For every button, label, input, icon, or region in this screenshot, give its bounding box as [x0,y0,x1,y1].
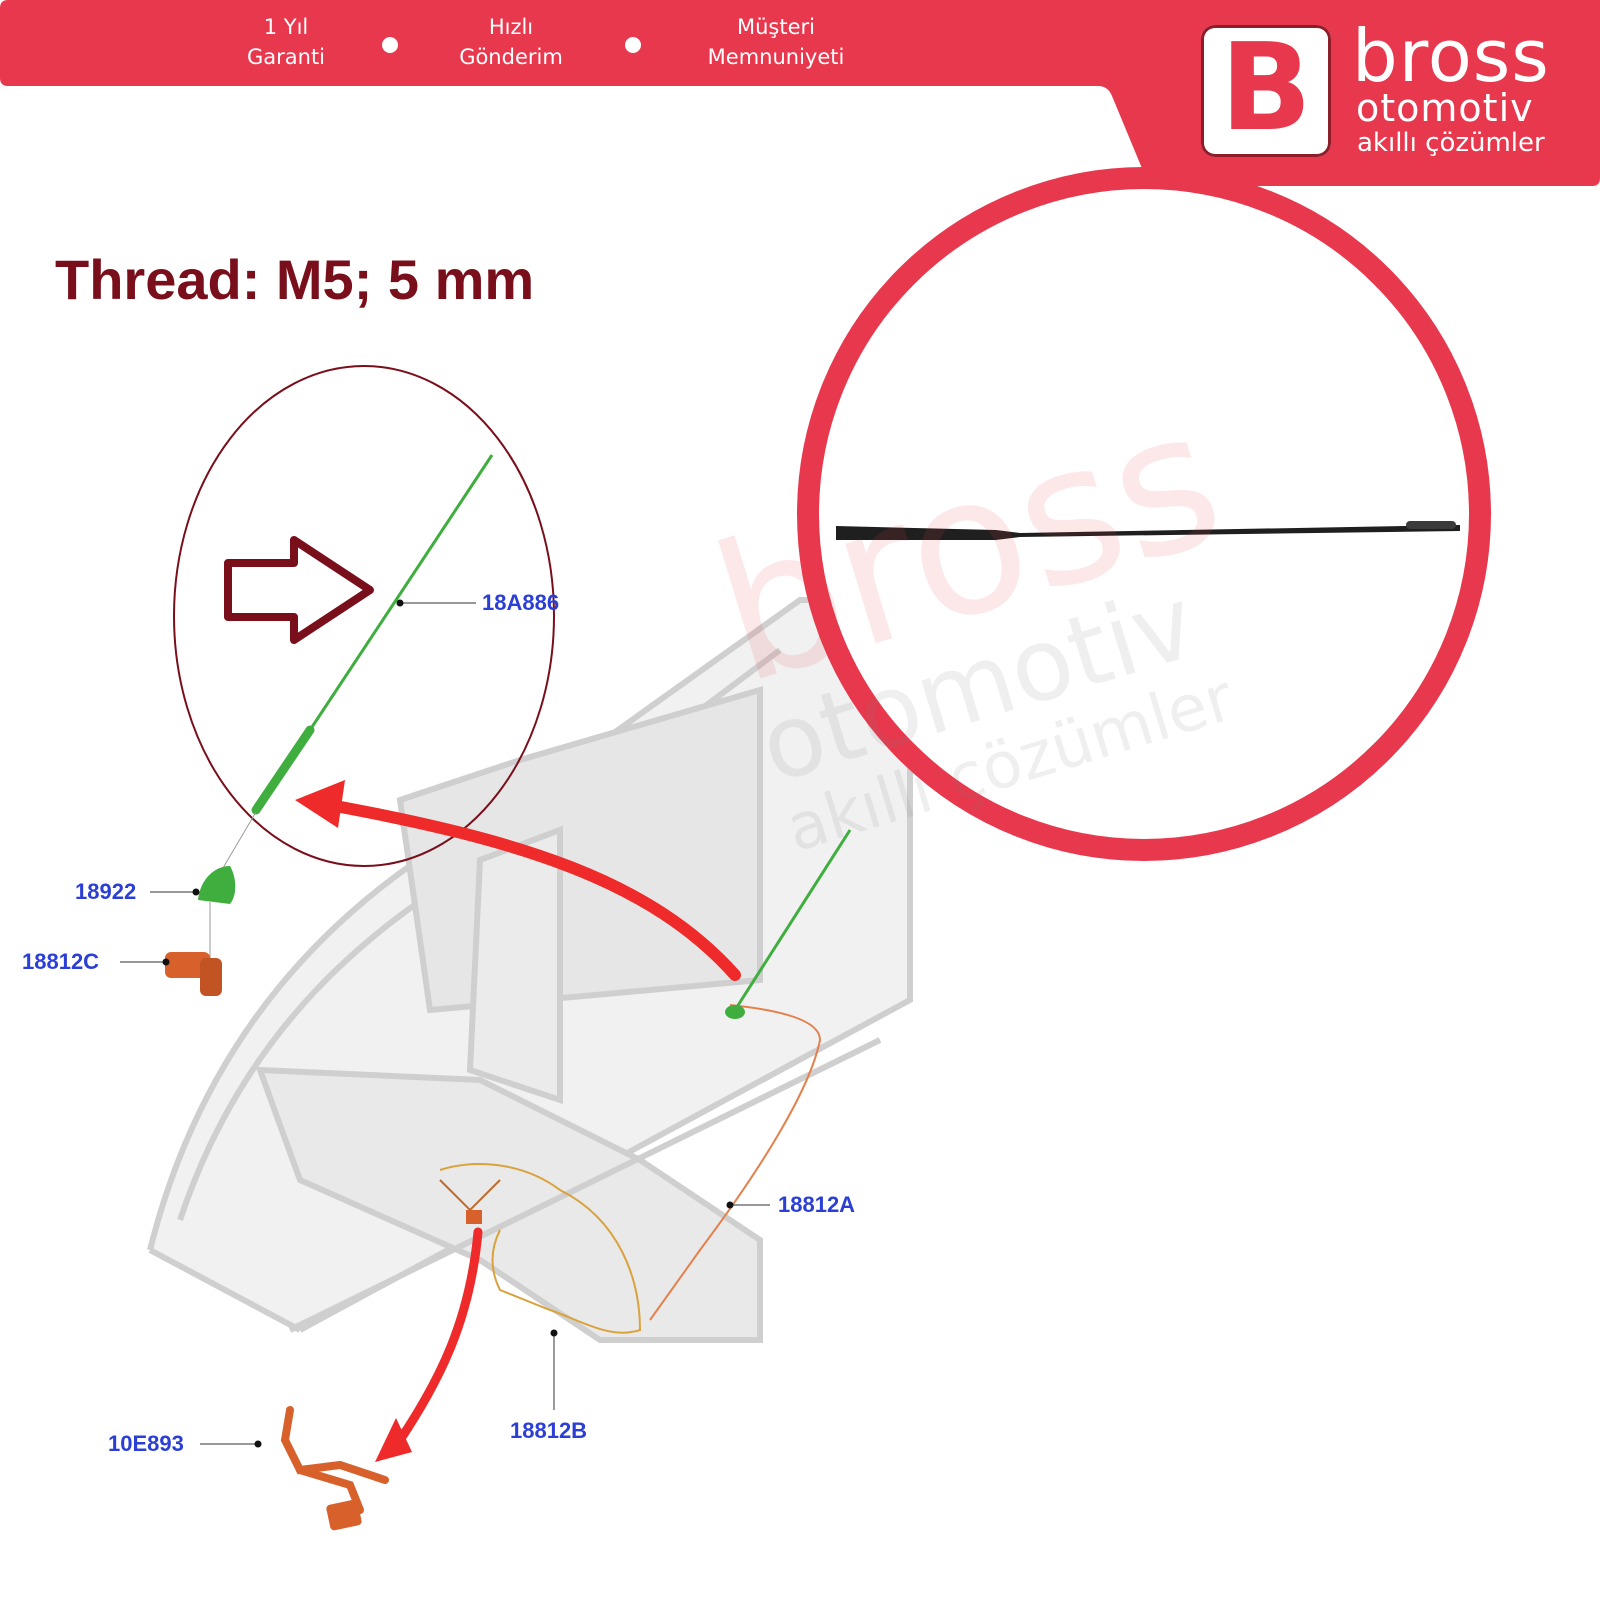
part-label-18812a: 18812A [778,1192,856,1217]
brand-logo-icon: B [1201,25,1331,157]
cable-connector-illustration [165,952,222,996]
feature-warranty-line2: Garanti [246,45,326,69]
part-label-cable-connector: 18812C [22,949,100,974]
logo-letter: B [1220,19,1312,158]
leader-lines [120,602,770,1445]
brand-name: bross [1352,14,1550,98]
curved-arrow-icon [324,799,741,981]
car-body-illustration [147,597,913,1343]
part-label-antenna-base: 18922 [75,879,137,904]
part-label-antenna-mast: 18A886 [482,590,560,615]
separator-dot [625,37,641,53]
antenna-product-photo [836,521,1460,540]
harness-illustration [280,1406,389,1514]
product-photo-circle [797,167,1491,861]
feature-shipping-line1: Hızlı [488,15,534,39]
top-banner [0,0,1600,186]
leader-dots [162,599,734,1448]
feature-satisfaction-line2: Memnuniyeti [707,45,845,69]
highlight-ellipse [173,365,555,867]
brand-tagline: otomotiv [1356,86,1534,130]
outline-arrow-right-icon [224,536,374,644]
antenna-on-car [733,829,852,1011]
feature-fast-shipping: Hızlı Gönderim [411,12,611,72]
feature-shipping-line2: Gönderim [459,45,563,69]
feature-satisfaction: Müşteri Memnuniyeti [676,12,876,72]
curved-arrow-down-icon [395,1227,483,1445]
part-label-harness: 10E893 [108,1431,184,1456]
antenna-base-illustration [198,866,236,904]
feature-satisfaction-line1: Müşteri [737,15,815,39]
brand-slogan: akıllı çözümler [1357,128,1545,158]
part-label-18812b: 18812B [510,1418,588,1443]
feature-warranty: 1 Yıl Garanti [186,12,386,72]
feature-warranty-line1: 1 Yıl [263,15,309,39]
thread-spec-title: Thread: M5; 5 mm [55,248,535,311]
separator-dot [382,37,398,53]
